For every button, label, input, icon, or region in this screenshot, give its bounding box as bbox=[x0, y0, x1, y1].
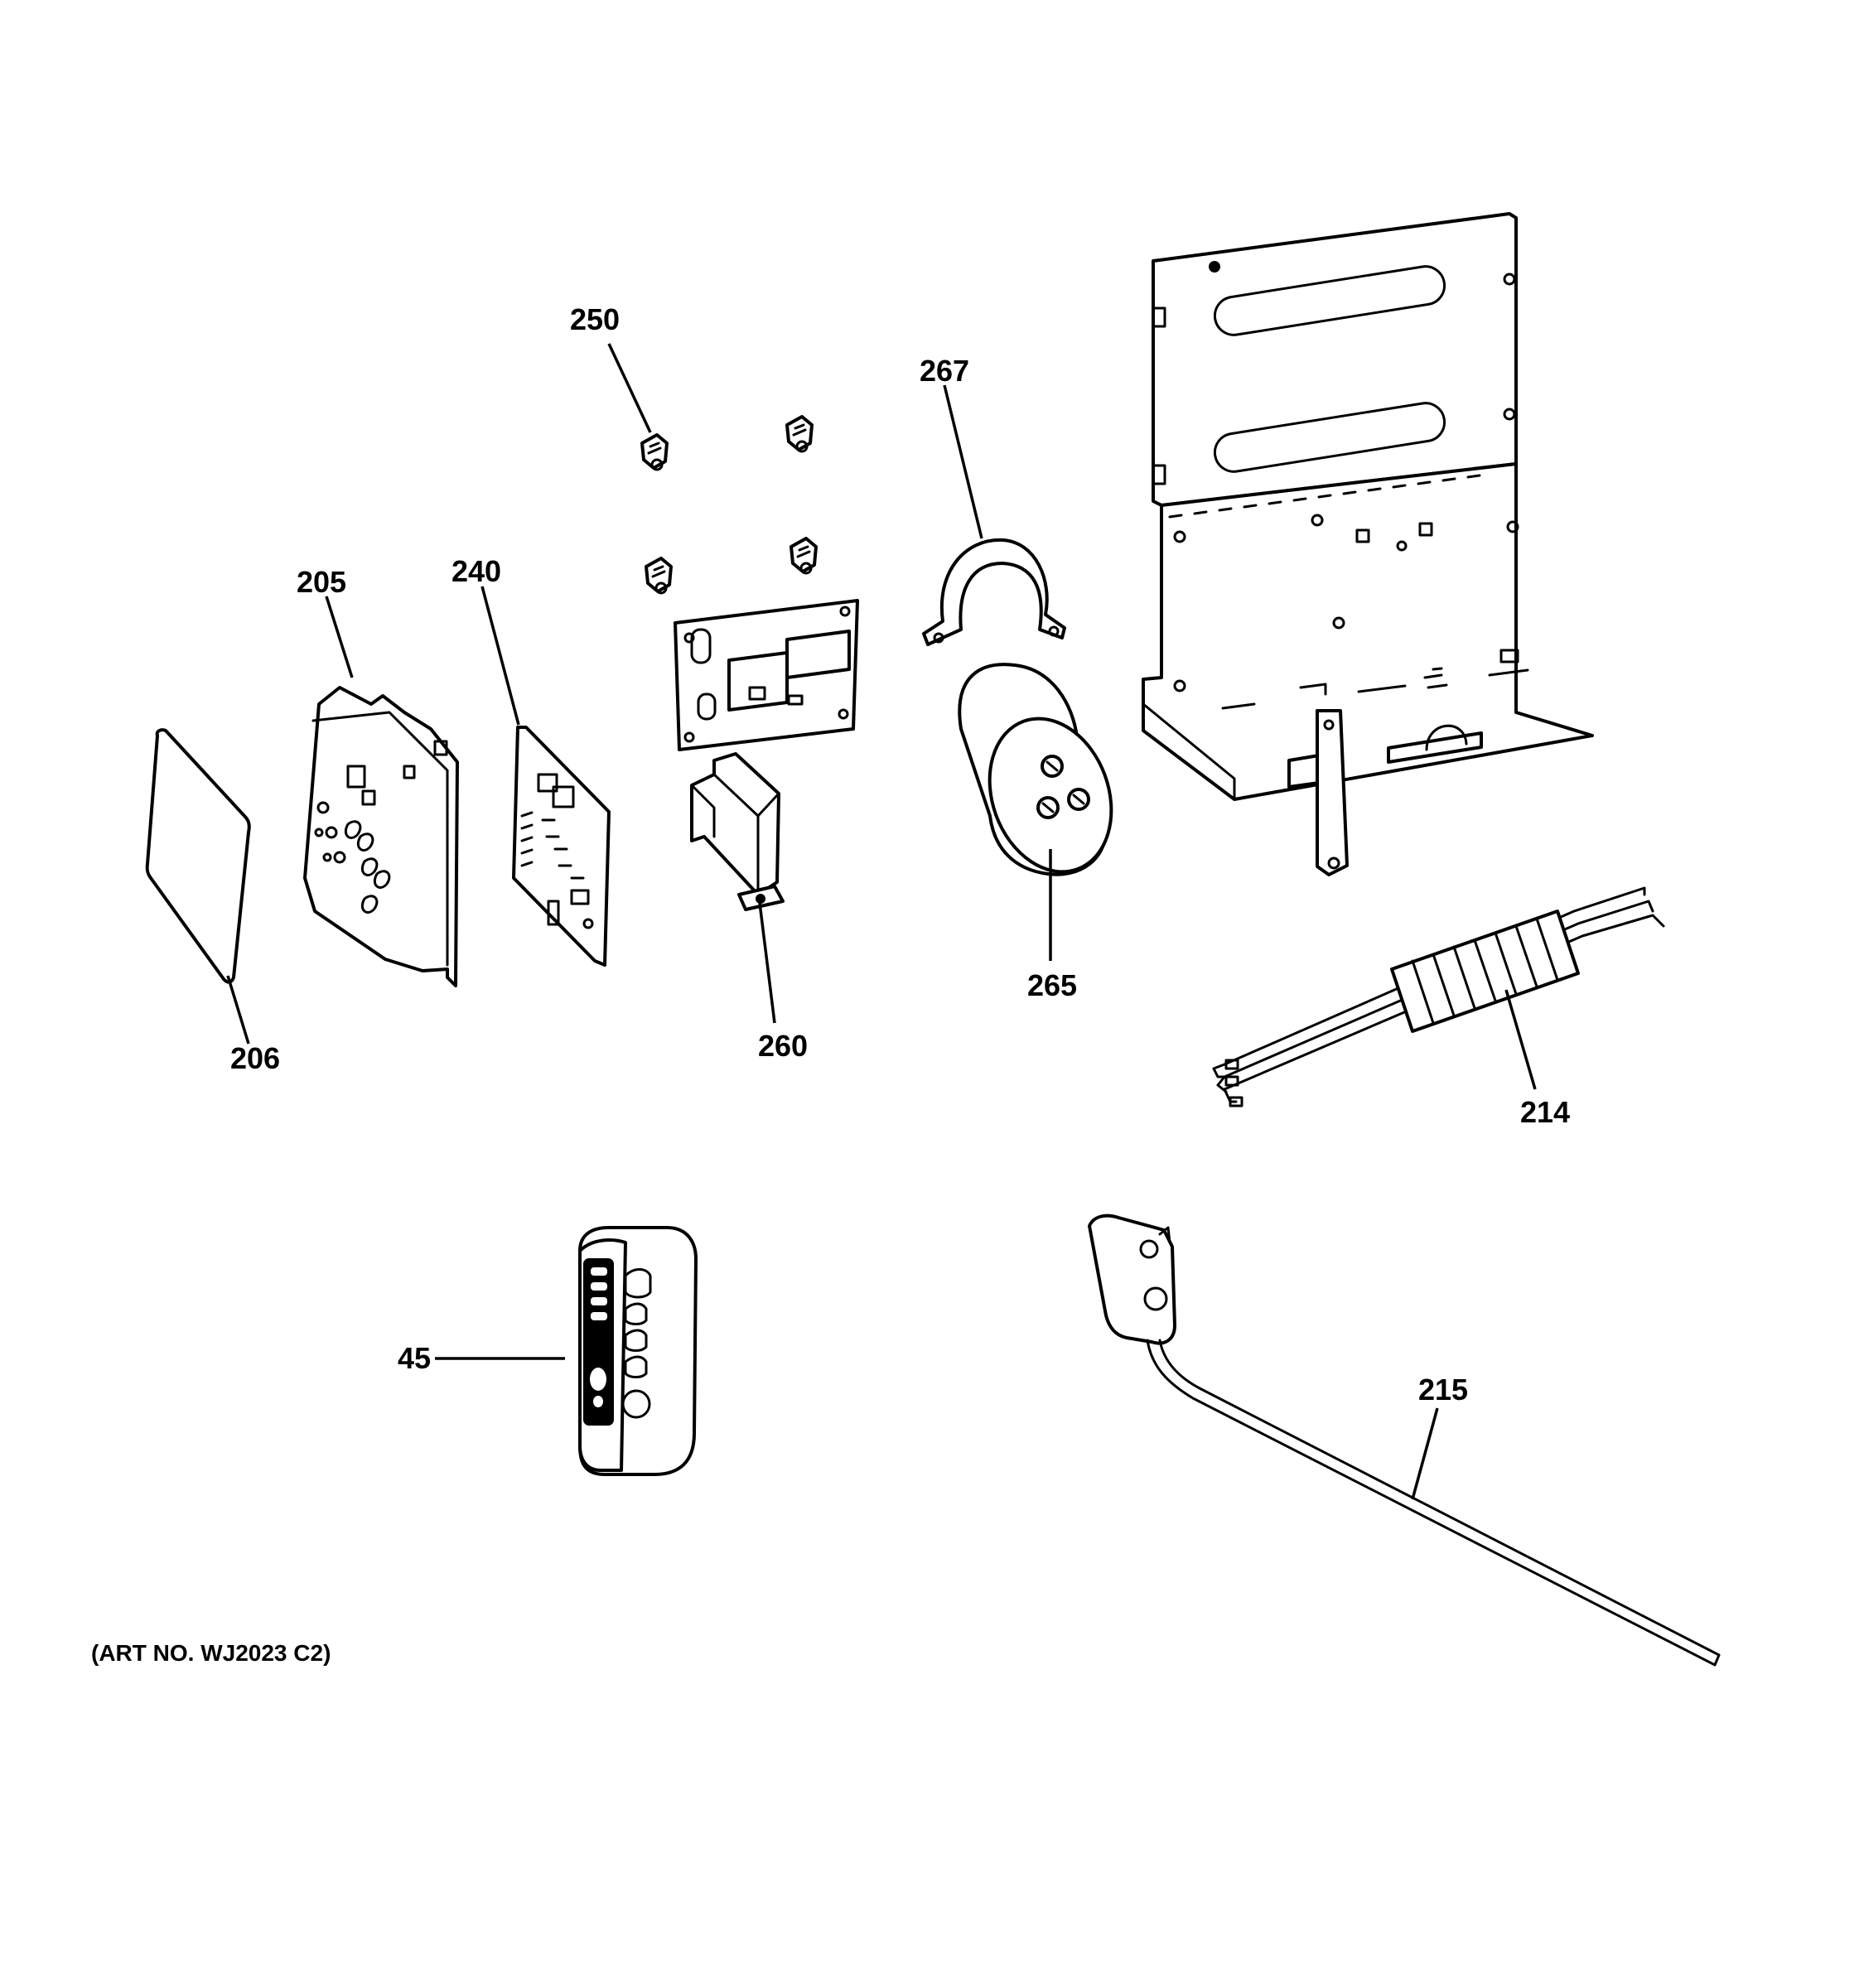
part-206-lens bbox=[145, 728, 251, 984]
part-215-thermistor bbox=[1088, 1214, 1721, 1667]
leader-lines bbox=[226, 343, 1537, 1500]
part-267-strap bbox=[922, 538, 1066, 646]
callout-215: 215 bbox=[1418, 1373, 1468, 1407]
callout-260: 260 bbox=[758, 1029, 808, 1063]
part-265-capacitor bbox=[958, 663, 1113, 876]
mounting-bracket bbox=[1142, 212, 1594, 876]
callout-214: 214 bbox=[1520, 1095, 1570, 1129]
part-45-remote bbox=[578, 1226, 698, 1476]
callout-205: 205 bbox=[297, 565, 346, 599]
part-260-transformer bbox=[690, 752, 785, 911]
part-240-board bbox=[512, 726, 611, 967]
part-214-harness bbox=[1212, 886, 1665, 1107]
part-250-clips bbox=[640, 415, 818, 595]
callout-250: 250 bbox=[570, 302, 620, 336]
art-number: (ART NO. WJ2023 C2) bbox=[91, 1640, 331, 1666]
relay-board bbox=[674, 599, 859, 751]
callout-45: 45 bbox=[398, 1341, 431, 1375]
callout-240: 240 bbox=[452, 554, 501, 588]
callout-206: 206 bbox=[230, 1041, 280, 1075]
callout-265: 265 bbox=[1027, 968, 1077, 1002]
part-205-housing bbox=[303, 686, 459, 987]
callout-267: 267 bbox=[920, 354, 969, 388]
